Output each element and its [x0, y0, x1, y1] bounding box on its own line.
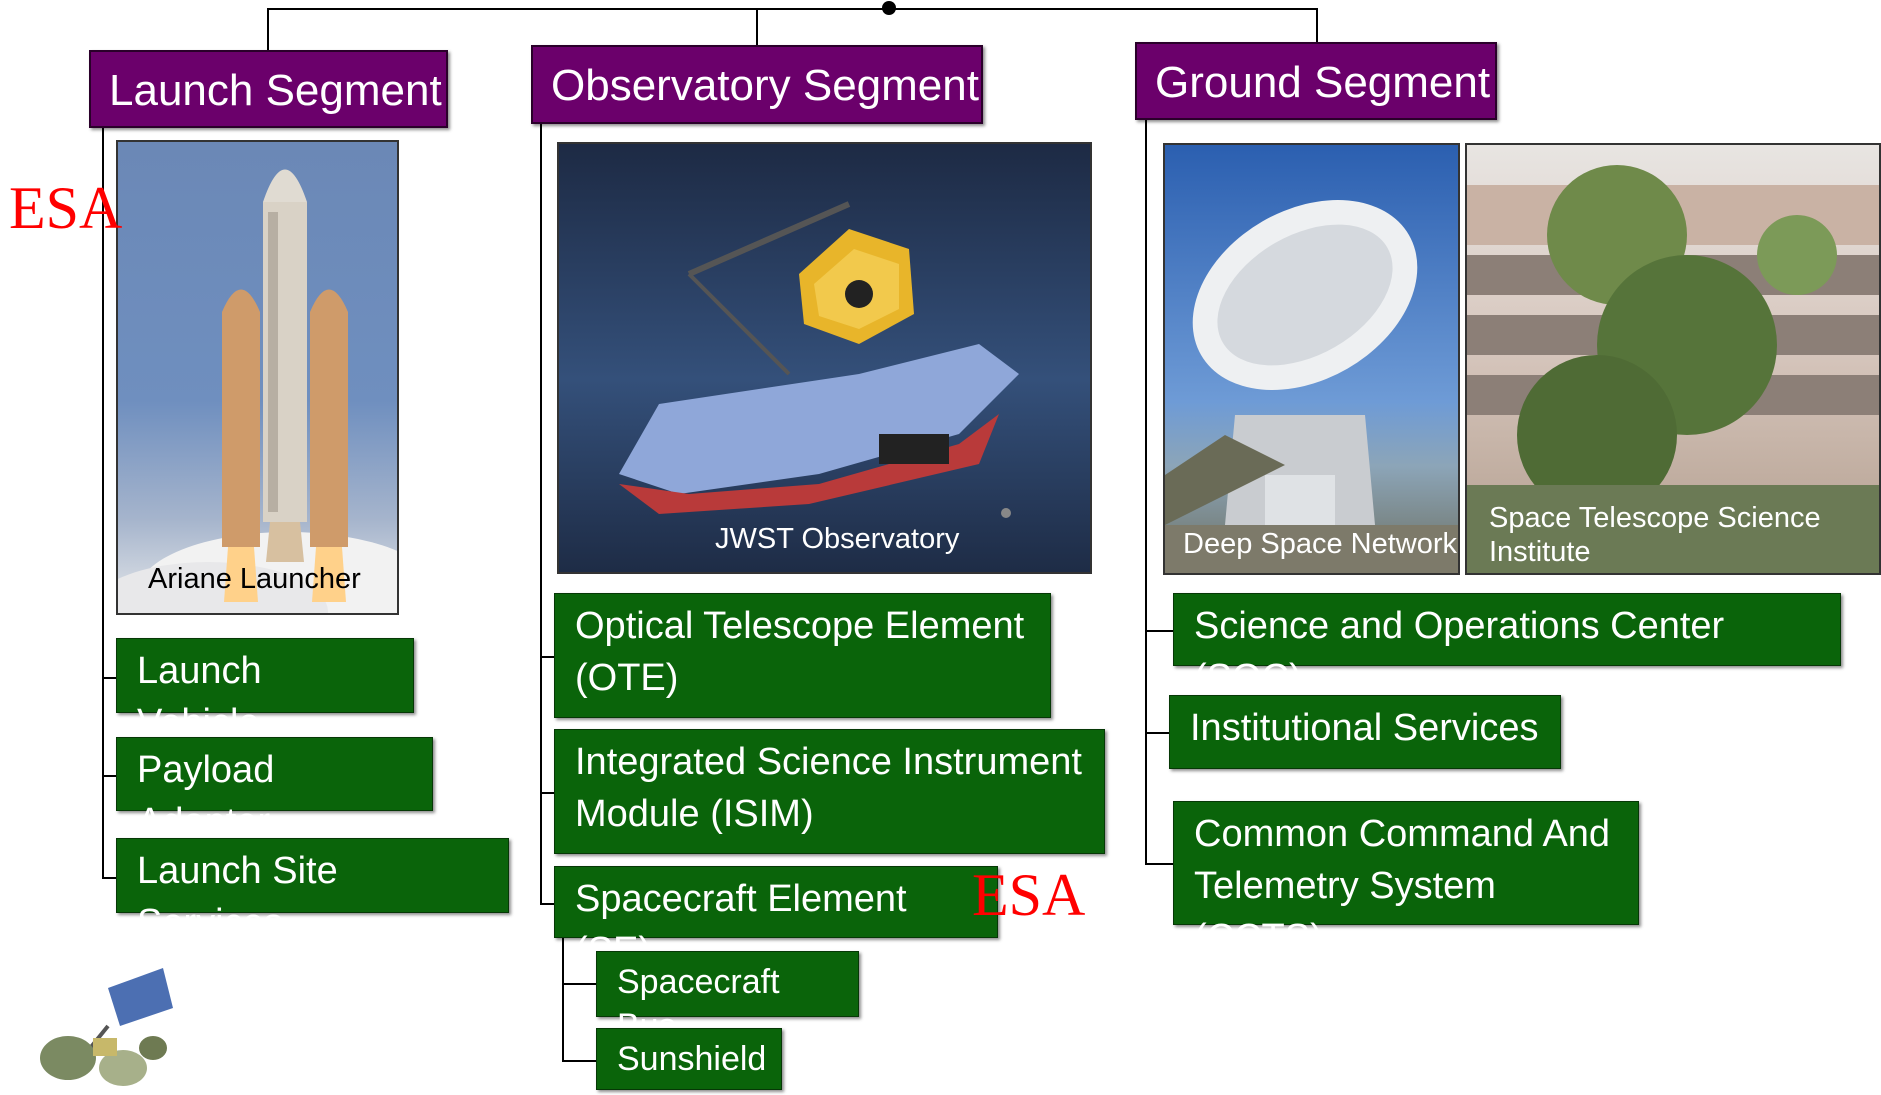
launch-branch	[102, 775, 116, 777]
jwst-observatory-photo: JWST Observatory	[557, 142, 1092, 574]
ariane-caption: Ariane Launcher	[148, 563, 361, 595]
launch-drop-line	[267, 8, 269, 50]
stsci-illustration	[1467, 165, 1879, 573]
spacecraft-bus-box: Spacecraft Bus	[596, 951, 859, 1045]
observatory-branch	[540, 656, 554, 658]
top-junction-dot	[882, 1, 896, 15]
launch-branch	[102, 877, 116, 879]
sunshield-box: Sunshield	[596, 1028, 782, 1090]
observatory-segment-header: Observatory Segment	[531, 45, 983, 124]
ground-branch	[1145, 732, 1169, 734]
satellite-logo	[38, 968, 173, 1090]
observatory-spine	[540, 124, 542, 904]
top-connector	[267, 8, 1318, 10]
observatory-drop-line	[756, 8, 758, 46]
satellite-icon	[40, 968, 173, 1086]
se-branch	[562, 983, 596, 985]
ariane-launcher-photo: Ariane Launcher	[116, 140, 399, 615]
soc-box: Science and Operations Center (SOC)	[1173, 593, 1841, 699]
launch-branch	[102, 677, 116, 679]
observatory-branch	[540, 792, 554, 794]
launch-site-services-box: Launch Site Services	[116, 838, 509, 944]
rocket-illustration	[118, 169, 397, 613]
stsci-caption: Space Telescope Science Institute	[1489, 502, 1821, 568]
ground-branch	[1145, 630, 1173, 632]
stsci-building-photo: Space Telescope Science Institute	[1465, 143, 1881, 575]
jwst-caption: JWST Observatory	[715, 523, 960, 555]
ground-spine	[1145, 120, 1147, 865]
payload-adapter-box: Payload Adapter	[116, 737, 433, 843]
se-branch	[562, 1060, 596, 1062]
launch-segment-header: Launch Segment	[89, 50, 448, 128]
dsn-illustration	[1165, 200, 1458, 573]
ote-box: Optical Telescope Element (OTE)	[554, 593, 1051, 718]
jwst-illustration	[619, 201, 1019, 518]
esa-annotation-launch: ESA	[9, 175, 123, 241]
spacecraft-element-box: Spacecraft Element (SE)	[554, 866, 998, 972]
ground-drop-line	[1316, 8, 1318, 44]
isim-box: Integrated Science Instrument Module (IS…	[554, 729, 1105, 854]
dsn-caption: Deep Space Network	[1183, 528, 1458, 560]
launch-spine	[102, 128, 104, 878]
observatory-branch	[540, 903, 554, 905]
launch-vehicle-box: Launch Vehicle	[116, 638, 414, 744]
se-spine	[562, 938, 564, 1060]
esa-annotation-spacecraft: ESA	[972, 862, 1086, 928]
institutional-services-box: Institutional Services	[1169, 695, 1561, 769]
ground-branch	[1145, 863, 1173, 865]
ground-segment-header: Ground Segment	[1135, 42, 1497, 120]
ccts-box: Common Command And Telemetry System (CCT…	[1173, 801, 1639, 959]
deep-space-network-photo: Deep Space Network	[1163, 143, 1460, 575]
